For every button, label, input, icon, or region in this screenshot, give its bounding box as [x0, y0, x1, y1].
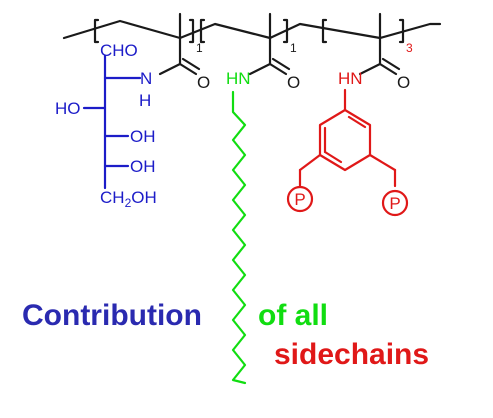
hydroxyl-label-3: OH: [130, 157, 156, 176]
repeat-count-2: 1: [290, 41, 297, 55]
hydroxyl-label-2: OH: [130, 127, 156, 146]
repeat-count-3: 3: [406, 41, 413, 55]
carbonyl-oxygen-1: O: [197, 73, 210, 92]
alkyl-hn-label: HN: [226, 69, 251, 88]
hydroxyl-label-1: HO: [55, 99, 81, 118]
repeat-count-1: 1: [196, 41, 203, 55]
amide-h-label: H: [139, 91, 151, 110]
alkyl-side-chain: HN: [226, 69, 251, 385]
aryl-side-chain: HN P P: [286, 69, 409, 217]
caption-of-all: of all: [258, 299, 328, 332]
carbonyl-oxygen-3: O: [397, 73, 410, 92]
carbonyl-oxygen-2: O: [287, 73, 300, 92]
polymer-backbone: [62, 12, 442, 76]
polymer-p-label-left: P: [294, 190, 305, 209]
caption-contribution: Contribution: [22, 299, 202, 332]
aldehyde-label: CHO: [100, 41, 138, 60]
aryl-hn-label: HN: [338, 69, 363, 88]
amide-n-label: N: [140, 69, 152, 88]
hydroxymethyl-label: CH2OH: [100, 188, 157, 210]
polymer-p-label-right: P: [389, 194, 400, 213]
sugar-side-chain: CHO N H HO OH OH CH2OH: [55, 41, 157, 210]
caption-sidechains: sidechains: [274, 338, 429, 371]
